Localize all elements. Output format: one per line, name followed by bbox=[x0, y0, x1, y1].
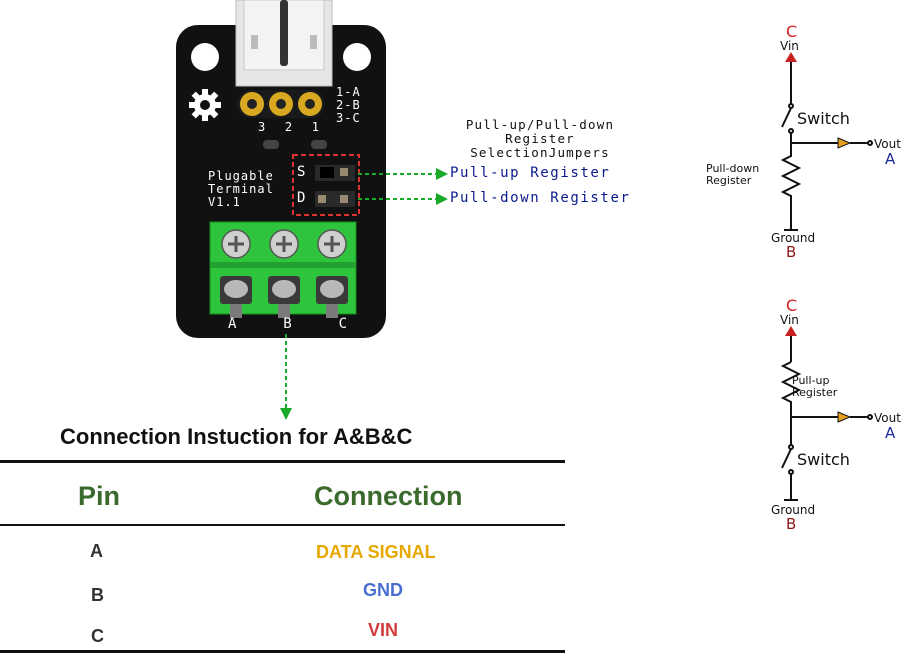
pull-down-register-label: Pull-down Register bbox=[450, 190, 631, 206]
mount-hole-right bbox=[343, 43, 371, 71]
pin-header bbox=[237, 90, 325, 118]
vout-top-buffer-icon bbox=[837, 137, 852, 149]
schematics bbox=[780, 52, 873, 501]
terminal-letter-b: B bbox=[283, 316, 293, 332]
sch-bottom-resistor-line-1: Pull-up bbox=[792, 374, 830, 387]
sch-top-resistor-label: Pull-down Register bbox=[706, 163, 759, 187]
pin-map-labels: 1-A 2-B 3-C bbox=[336, 86, 361, 125]
sch-top-vin-letter: C bbox=[786, 22, 798, 41]
pull-up-register-label: Pull-up Register bbox=[450, 165, 611, 181]
row-pin-c: C bbox=[91, 626, 104, 646]
header-connection: Connection bbox=[314, 481, 463, 511]
pin-number-labels: 3 2 1 bbox=[252, 121, 326, 134]
sch-top-ground-label: Ground bbox=[771, 231, 816, 245]
sch-top-vin-label: Vin bbox=[780, 39, 799, 53]
jumper-letter-s: S bbox=[297, 164, 307, 180]
board-name-line-2: Terminal bbox=[208, 182, 274, 196]
pin-map-1a: 1-A bbox=[336, 85, 361, 99]
pin-number-2: 2 bbox=[284, 120, 294, 134]
jumper-caption-line-1: Pull-up/Pull-down bbox=[465, 117, 615, 132]
sch-top-switch-label: Switch bbox=[797, 109, 850, 128]
vout-bottom-buffer-icon bbox=[837, 411, 852, 423]
terminal-letter-c: C bbox=[338, 316, 348, 332]
mount-hole-left bbox=[191, 43, 219, 71]
table-top-rule bbox=[0, 460, 565, 463]
vin-top-arrow-icon bbox=[785, 52, 797, 62]
sch-bottom-resistor-label: Pull-up Register bbox=[792, 375, 837, 399]
pin-map-2b: 2-B bbox=[336, 98, 361, 112]
pin-arrowhead bbox=[280, 408, 292, 420]
jumper-caption-line-2: Register bbox=[505, 131, 575, 146]
terminal-letter-a: A bbox=[228, 316, 238, 332]
sch-bottom-ground-letter: B bbox=[786, 515, 797, 533]
table-title: Connection Instuction for A&B&C bbox=[60, 424, 413, 449]
pin-number-1: 1 bbox=[311, 120, 320, 134]
pull-down-arrowhead bbox=[436, 193, 448, 205]
pin-number-3: 3 bbox=[258, 120, 267, 134]
pin-map-3c: 3-C bbox=[336, 111, 361, 125]
jumper-caption-line-3: SelectionJumpers bbox=[470, 145, 610, 160]
terminal-block bbox=[209, 221, 357, 318]
vin-bottom-arrow-icon bbox=[785, 326, 797, 336]
jumper-letter-d: D bbox=[297, 190, 307, 206]
sch-bottom-ground-label: Ground bbox=[771, 503, 816, 517]
row-pin-a: A bbox=[90, 541, 103, 561]
row-connection-gnd: GND bbox=[363, 580, 403, 600]
sch-bottom-switch-label: Switch bbox=[797, 450, 850, 469]
pull-up-arrowhead bbox=[436, 168, 448, 180]
sch-top-vout-label: Vout bbox=[874, 137, 901, 151]
table-header-rule bbox=[0, 524, 565, 526]
header-pin: Pin bbox=[78, 481, 121, 511]
row-connection-data-signal: DATA SIGNAL bbox=[316, 542, 436, 562]
sch-top-resistor-line-1: Pull-down bbox=[706, 162, 760, 175]
table-bottom-rule bbox=[0, 650, 565, 653]
row-pin-b: B bbox=[91, 585, 104, 605]
row-connection-vin: VIN bbox=[368, 620, 399, 640]
sch-bottom-vout-label: Vout bbox=[874, 411, 901, 425]
board-name-line-1: Plugable bbox=[208, 169, 274, 183]
sch-top-ground-letter: B bbox=[786, 243, 797, 261]
sch-bottom-resistor-line-2: Register bbox=[792, 386, 838, 399]
sch-top-vout-letter: A bbox=[885, 150, 896, 168]
terminal-letters: A B C bbox=[228, 316, 348, 332]
board-name-line-3: V1.1 bbox=[208, 195, 241, 209]
board-graphic bbox=[176, 0, 448, 420]
sch-top-resistor-line-2: Register bbox=[706, 174, 752, 187]
board-name: Plugable Terminal V1.1 bbox=[208, 170, 274, 209]
gear-logo-icon bbox=[189, 89, 221, 121]
sch-bottom-vin-letter: C bbox=[786, 296, 798, 315]
jumper-highlight-box bbox=[292, 154, 360, 216]
sch-bottom-vout-letter: A bbox=[885, 424, 896, 442]
jumper-caption: Pull-up/Pull-down Register SelectionJump… bbox=[440, 118, 640, 160]
sch-bottom-vin-label: Vin bbox=[780, 313, 799, 327]
